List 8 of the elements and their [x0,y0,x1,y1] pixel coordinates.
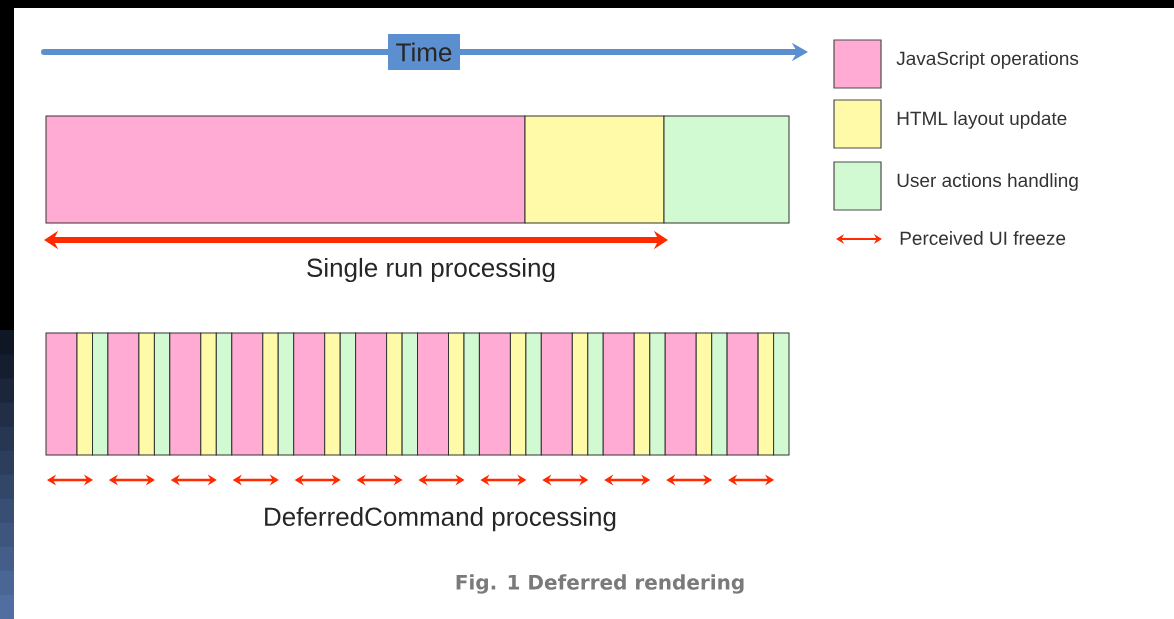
legend-label: Perceived UI freeze [900,231,1066,245]
bar-caption: Single run processing [307,257,555,283]
bar-caption: DeferredCommand processing [265,506,616,532]
legend-label: JavaScript operations [896,51,1079,69]
figure-caption: Fig. 1 Deferred rendering [456,574,744,594]
legend-label: HTML layout update [897,111,1067,129]
time-label: Time [388,34,460,70]
legend-label: User actions handling [897,173,1078,191]
